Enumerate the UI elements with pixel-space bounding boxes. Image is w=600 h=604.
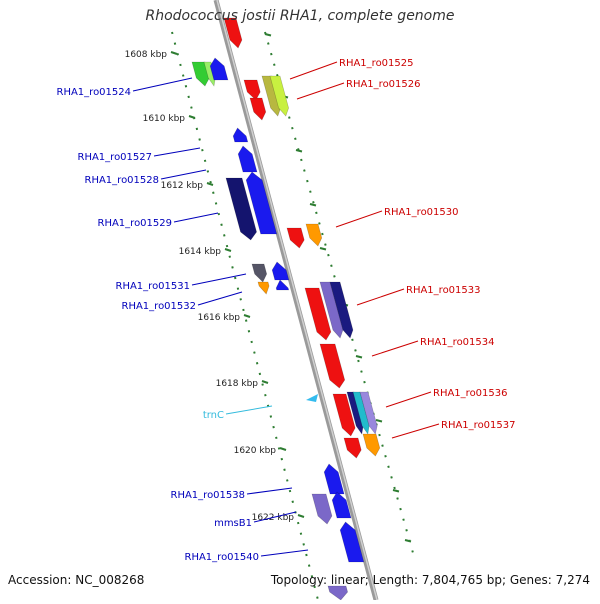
gene-label-left: RHA1_ro01529 xyxy=(98,218,173,229)
gene-arrow xyxy=(191,61,210,87)
ruler-label: 1610 kbp xyxy=(143,114,186,124)
ruler-tick xyxy=(243,314,251,318)
leader-line xyxy=(173,212,219,223)
leader-line xyxy=(296,82,345,100)
gene-arrow xyxy=(249,97,267,121)
gene-arrow xyxy=(352,391,370,435)
gene-arrow xyxy=(286,227,305,249)
gene-label-left: RHA1_ro01540 xyxy=(185,552,260,563)
track-tick xyxy=(264,33,272,37)
gene-label-right: RHA1_ro01530 xyxy=(384,207,459,218)
gene-arrow xyxy=(362,433,381,457)
leader-line xyxy=(356,288,405,306)
gene-arrow xyxy=(359,391,378,435)
gene-label-right: RHA1_ro01526 xyxy=(346,79,421,90)
gene-arrow xyxy=(329,281,354,339)
gene-arrow xyxy=(245,171,278,235)
gene-arrow xyxy=(311,493,333,525)
gene-arrow xyxy=(327,585,348,601)
gene-arrow xyxy=(223,17,243,49)
gene-label-right: RHA1_ro01534 xyxy=(420,337,495,348)
gene-arrow xyxy=(275,279,290,291)
leader-line xyxy=(153,147,201,157)
track-tick xyxy=(309,203,317,207)
genome-summary: Topology: linear; Length: 7,804,765 bp; … xyxy=(270,573,590,587)
leader-line xyxy=(391,423,440,439)
ruler-tick xyxy=(188,115,196,119)
leader-line xyxy=(335,210,383,228)
track-tick xyxy=(375,419,383,423)
gene-arrow xyxy=(346,391,364,435)
trna-marker xyxy=(306,394,318,402)
leader-line xyxy=(385,391,432,408)
ruler-label: 1608 kbp xyxy=(125,50,168,60)
ruler-label: 1620 kbp xyxy=(234,446,277,456)
gene-label-right: RHA1_ro01537 xyxy=(441,420,516,431)
gene-label-right: RHA1_ro01525 xyxy=(339,58,414,69)
gene-label-left: mmsB1 xyxy=(214,518,252,529)
gene-arrow xyxy=(332,393,356,437)
gene-arrow xyxy=(243,79,261,101)
ruler-label: 1612 kbp xyxy=(161,181,204,191)
leader-line xyxy=(225,405,273,415)
leader-line xyxy=(160,169,207,180)
ruler-label: 1614 kbp xyxy=(179,247,222,257)
genome-title: Rhodococcus jostii RHA1, complete genome xyxy=(145,8,455,24)
gene-label-left: RHA1_ro01527 xyxy=(78,152,153,163)
track-tick xyxy=(355,355,363,359)
leader-line xyxy=(132,77,193,92)
ruler-tick xyxy=(206,182,214,186)
ruler-tick xyxy=(297,514,305,518)
gene-label-left: trnC xyxy=(203,410,224,421)
ruler-tick xyxy=(224,248,232,252)
gene-arrow xyxy=(271,261,290,281)
gene-label-left: RHA1_ro01531 xyxy=(116,281,191,292)
gene-label-right: RHA1_ro01536 xyxy=(433,388,508,399)
gene-arrow xyxy=(269,75,289,117)
ruler-tick xyxy=(279,447,287,451)
track-tick xyxy=(392,489,400,493)
gene-label-left: RHA1_ro01532 xyxy=(122,301,197,312)
ruler-tick xyxy=(170,51,178,55)
leader-line xyxy=(371,340,419,357)
gene-arrow xyxy=(237,145,258,173)
ruler-tick xyxy=(261,380,269,384)
gene-arrow xyxy=(225,177,257,241)
leader-line xyxy=(253,511,297,523)
gene-arrow xyxy=(209,57,229,81)
leader-line xyxy=(246,487,293,495)
gene-arrow xyxy=(304,287,332,341)
gene-label-left: RHA1_ro01524 xyxy=(57,87,132,98)
genome-axis-highlight xyxy=(216,0,378,601)
leader-line xyxy=(260,549,309,557)
track-tick xyxy=(319,247,327,251)
gene-label-left: RHA1_ro01528 xyxy=(85,175,160,186)
gene-arrow xyxy=(319,281,344,339)
gene-arrow xyxy=(251,263,268,283)
track-tick xyxy=(404,539,412,543)
gene-label-left: RHA1_ro01538 xyxy=(171,490,246,501)
ruler-label: 1618 kbp xyxy=(216,379,259,389)
gene-arrow xyxy=(343,437,362,459)
gene-arrow xyxy=(319,343,346,389)
gene-arrow xyxy=(232,127,249,143)
leader-line xyxy=(289,61,338,80)
gene-arrow xyxy=(339,521,365,563)
gene-arrow xyxy=(331,491,352,519)
gene-arrow xyxy=(305,223,323,247)
leader-line xyxy=(191,273,247,286)
gene-arrow xyxy=(257,281,270,295)
genome-axis xyxy=(213,0,379,601)
accession-text: Accession: NC_008268 xyxy=(8,573,145,587)
gene-label-right: RHA1_ro01533 xyxy=(406,285,481,296)
leader-line xyxy=(197,291,243,306)
track-tick xyxy=(295,149,303,153)
ruler-label: 1616 kbp xyxy=(198,313,241,323)
